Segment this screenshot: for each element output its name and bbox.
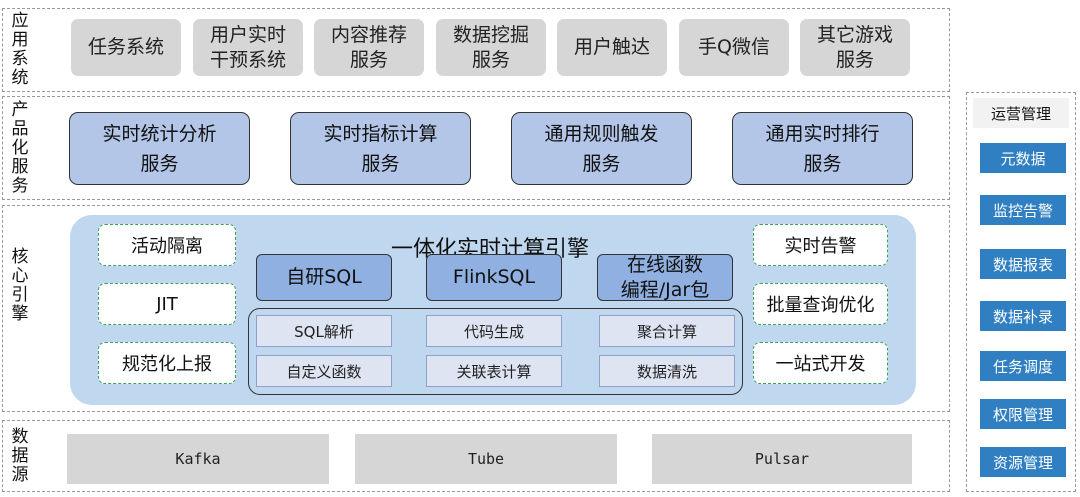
app-system-box: 其它游戏 服务 (800, 19, 910, 76)
core-layer (2, 205, 950, 412)
app-system-box: 任务系统 (71, 19, 181, 76)
engine-language-box: 在线函数 编程/Jar包 (597, 254, 733, 301)
engine-module-box: 数据清洗 (599, 355, 735, 387)
engine-module-box: 聚合计算 (599, 315, 735, 347)
core-left-feature: 规范化上报 (98, 342, 236, 384)
core-left-feature: 活动隔离 (98, 224, 236, 266)
product-layer (2, 96, 950, 200)
engine-module-box: SQL解析 (256, 315, 392, 347)
app-system-box: 手Q微信 (679, 19, 789, 76)
core-layer-label: 核心引擎 (11, 247, 29, 324)
app-system-box: 用户触达 (557, 19, 667, 76)
inner-module-group (248, 308, 743, 395)
engine-module-box: 代码生成 (426, 315, 562, 347)
app-system-box: 数据挖掘 服务 (436, 19, 546, 76)
ops-item-button: 数据补录 (980, 301, 1066, 331)
engine-module-box: 自定义函数 (256, 355, 392, 387)
ops-title: 运营管理 (973, 98, 1069, 128)
core-right-feature: 一站式开发 (753, 342, 888, 384)
product-service-box: 实时统计分析 服务 (69, 112, 250, 185)
core-right-feature: 批量查询优化 (753, 283, 888, 325)
app-layer (2, 8, 950, 92)
ops-item-button: 资源管理 (980, 447, 1066, 477)
source-layer-label: 数据源 (11, 427, 29, 485)
app-system-box: 内容推荐 服务 (314, 19, 424, 76)
engine-language-box: FlinkSQL (426, 254, 562, 301)
core-left-feature: JIT (98, 283, 236, 325)
ops-item-button: 权限管理 (980, 399, 1066, 429)
source-layer (2, 420, 950, 492)
engine-module-box: 关联表计算 (426, 355, 562, 387)
app-system-box: 用户实时 干预系统 (193, 19, 303, 76)
core-right-feature: 实时告警 (753, 224, 888, 266)
product-service-box: 通用实时排行 服务 (732, 112, 913, 185)
product-layer-label: 产品化服务 (11, 100, 29, 196)
ops-panel (966, 92, 1076, 492)
product-service-box: 实时指标计算 服务 (290, 112, 471, 185)
ops-item-button: 任务调度 (980, 351, 1066, 381)
ops-item-button: 监控告警 (980, 195, 1066, 225)
product-service-box: 通用规则触发 服务 (511, 112, 692, 185)
ops-item-button: 元数据 (980, 143, 1066, 173)
ops-item-button: 数据报表 (980, 249, 1066, 279)
data-source-box: Tube (355, 434, 617, 484)
app-layer-label: 应用系统 (11, 11, 29, 88)
data-source-box: Pulsar (652, 434, 912, 484)
engine-language-box: 自研SQL (256, 254, 392, 301)
data-source-box: Kafka (67, 434, 329, 484)
